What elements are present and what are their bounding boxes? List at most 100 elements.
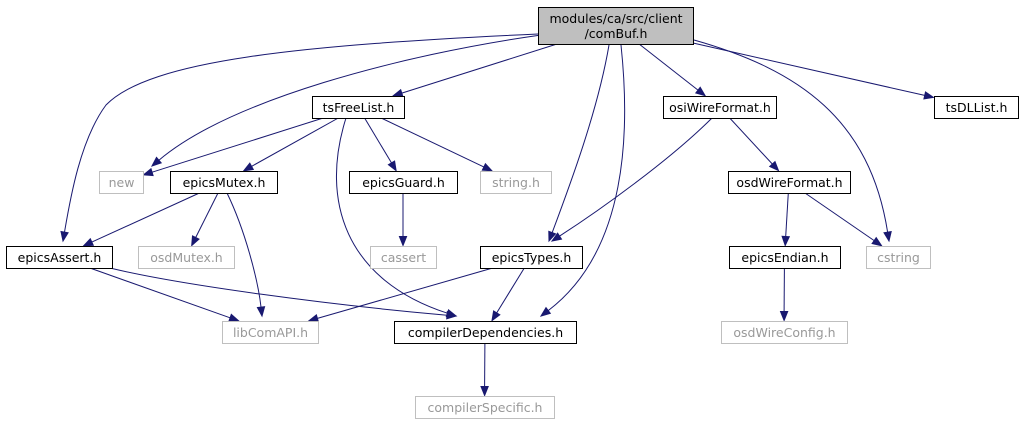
node-box — [729, 246, 841, 269]
node-box — [480, 246, 583, 269]
node-osdWireConfig: osdWireConfig.h — [721, 321, 848, 344]
node-box — [866, 246, 931, 269]
arrowhead — [480, 386, 489, 397]
arrowhead — [142, 167, 154, 177]
edge-osdWireFormat-to-epicsEndian — [781, 192, 791, 247]
edge-line — [158, 34, 542, 161]
node-compilerSpecific: compilerSpecific.h — [415, 396, 555, 419]
arrowhead — [779, 311, 789, 322]
node-box — [728, 171, 851, 194]
node-label: osdWireFormat.h — [736, 175, 842, 190]
edge-tsFreeList-to-new — [142, 117, 324, 177]
node-box — [538, 7, 694, 45]
edge-line — [151, 117, 324, 173]
edge-line — [401, 43, 558, 94]
node-cstring: cstring — [866, 246, 931, 269]
arrowhead — [242, 162, 255, 172]
node-osdWireFormat[interactable]: osdWireFormat.h — [728, 171, 851, 194]
edge-tsFreeList-to-string — [380, 117, 494, 172]
node-box — [222, 321, 319, 344]
arrowhead — [191, 235, 200, 247]
nodes-layer: modules/ca/src/client/comBuf.h tsFreeList… — [6, 7, 1019, 419]
edge-tsFreeList-to-epicsGuard — [364, 117, 397, 172]
node-box — [934, 96, 1019, 119]
edge-epicsAssert-to-compilerDependencies — [109, 267, 458, 320]
node-box — [138, 246, 235, 269]
arrowhead — [548, 230, 557, 243]
node-tsFreeList[interactable]: tsFreeList.h — [312, 96, 405, 119]
arrowhead — [923, 91, 935, 100]
node-root: modules/ca/src/client/comBuf.h — [538, 7, 694, 45]
node-label: epicsGuard.h — [362, 175, 445, 190]
node-osiWireFormat[interactable]: osiWireFormat.h — [663, 96, 777, 119]
node-string: string.h — [480, 171, 552, 194]
node-label: new — [109, 175, 135, 190]
node-label: string.h — [492, 175, 540, 190]
edge-compilerDependencies-to-compilerSpecific — [480, 342, 489, 397]
arrowhead — [539, 306, 552, 317]
arrowhead — [398, 236, 408, 247]
node-label: osiWireFormat.h — [669, 100, 771, 115]
node-box — [415, 396, 555, 419]
arrowhead — [228, 313, 240, 322]
edge-line — [64, 33, 539, 233]
edge-epicsMutex-to-libComAPI — [226, 192, 266, 318]
edge-epicsEndian-to-osdWireConfig — [779, 267, 789, 322]
node-box — [312, 96, 405, 119]
edge-epicsTypes-to-compilerDependencies — [491, 267, 525, 322]
node-label: compilerDependencies.h — [408, 325, 563, 340]
edge-osdWireFormat-to-cstring — [804, 192, 883, 247]
edge-line — [729, 117, 773, 165]
node-label: epicsEndian.h — [741, 250, 828, 265]
arrowhead — [768, 160, 780, 172]
node-label: /comBuf.h — [585, 26, 648, 41]
arrowhead — [387, 160, 397, 172]
edge-line — [251, 117, 339, 167]
edge-line — [317, 267, 493, 319]
edge-root-to-new — [150, 34, 542, 167]
node-new: new — [99, 171, 144, 194]
edge-epicsAssert-to-libComAPI — [89, 267, 240, 322]
edge-root-to-osiWireFormat — [638, 43, 707, 97]
node-label: compilerSpecific.h — [428, 400, 543, 415]
arrowhead — [550, 232, 563, 242]
node-compilerDependencies[interactable]: compilerDependencies.h — [394, 321, 577, 344]
edge-line — [91, 192, 200, 243]
node-epicsEndian[interactable]: epicsEndian.h — [729, 246, 841, 269]
node-label: epicsMutex.h — [183, 175, 266, 190]
edge-line — [226, 192, 262, 308]
edge-line — [364, 117, 392, 164]
edge-epicsGuard-to-cassert — [398, 193, 408, 247]
node-epicsMutex[interactable]: epicsMutex.h — [170, 171, 278, 194]
edge-line — [551, 44, 610, 233]
edge-root-to-compilerDependencies — [539, 44, 626, 317]
edge-epicsMutex-to-epicsAssert — [82, 192, 200, 247]
edge-osiWireFormat-to-epicsTypes — [550, 117, 713, 242]
node-label: tsDLList.h — [946, 100, 1008, 115]
node-box — [6, 246, 113, 269]
edge-root-to-epicsTypes — [548, 44, 610, 243]
node-box — [370, 246, 437, 269]
edge-line — [335, 117, 448, 314]
arrowhead — [150, 156, 163, 167]
arrowhead — [446, 310, 458, 320]
arrowhead — [781, 235, 791, 247]
arrowhead — [871, 236, 883, 247]
edge-line — [692, 42, 925, 96]
edge-epicsMutex-to-osdMutex — [191, 192, 219, 247]
edge-line — [195, 192, 219, 238]
node-epicsTypes[interactable]: epicsTypes.h — [480, 246, 583, 269]
arrowhead — [256, 306, 266, 318]
node-box — [663, 96, 777, 119]
edge-root-to-cstring — [693, 39, 892, 243]
edge-line — [380, 117, 485, 168]
node-osdMutex: osdMutex.h — [138, 246, 235, 269]
node-tsDLList[interactable]: tsDLList.h — [934, 96, 1019, 119]
node-epicsGuard[interactable]: epicsGuard.h — [349, 171, 458, 194]
node-epicsAssert[interactable]: epicsAssert.h — [6, 246, 113, 269]
arrowhead — [694, 86, 707, 97]
arrowhead — [883, 230, 892, 243]
node-box — [170, 171, 278, 194]
node-libComAPI: libComAPI.h — [222, 321, 319, 344]
edge-line — [89, 267, 231, 319]
